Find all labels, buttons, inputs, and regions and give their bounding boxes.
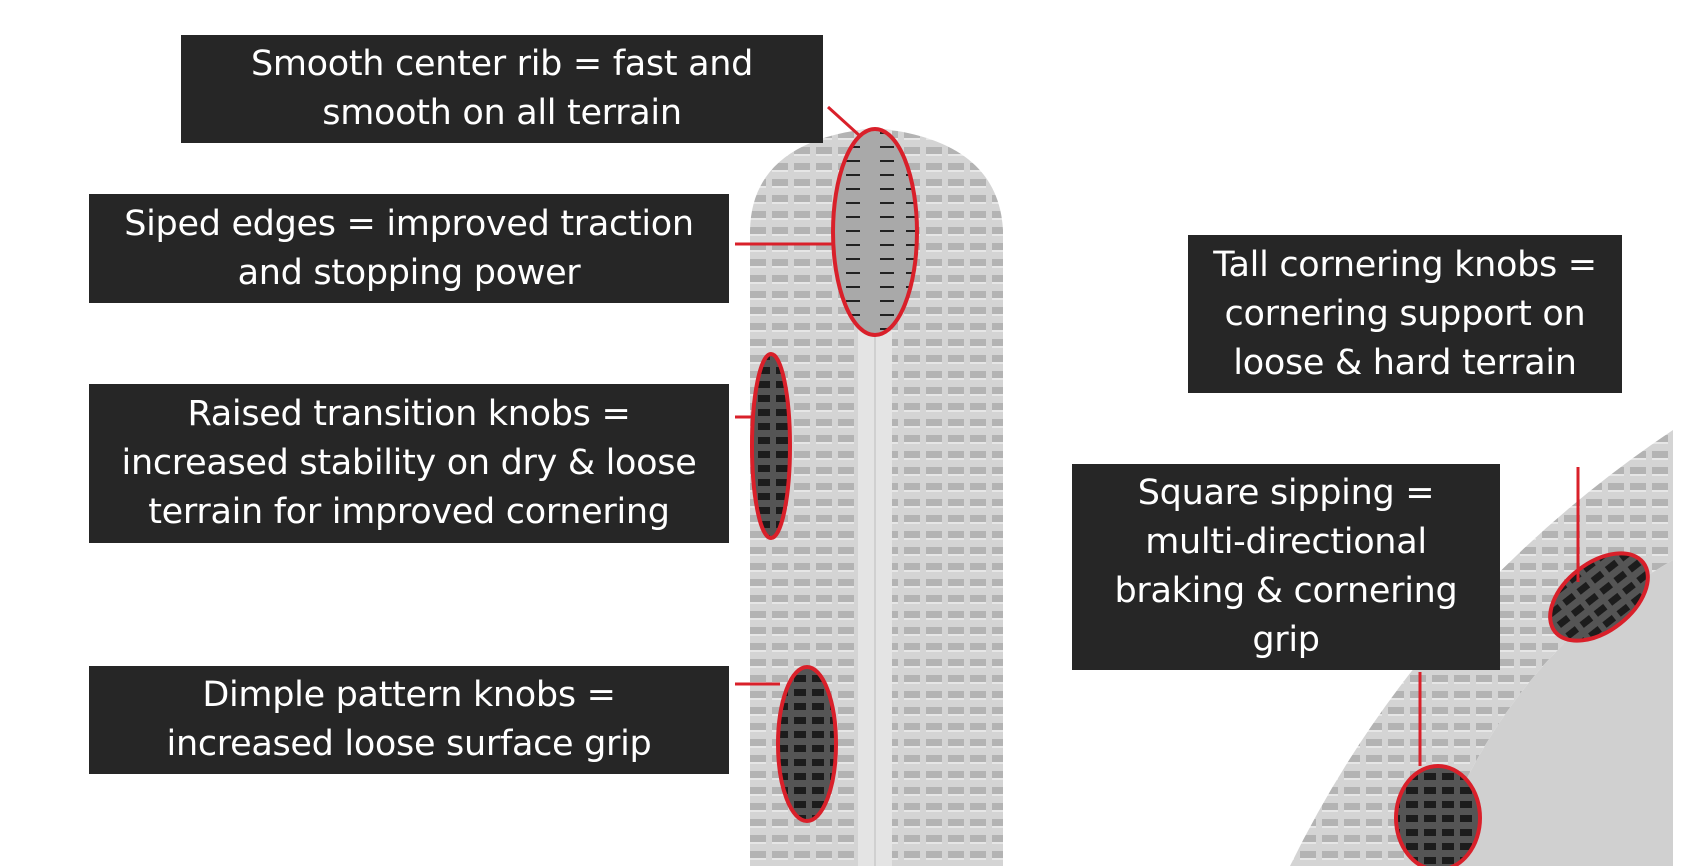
highlight-dimple-knobs [735,665,838,823]
callout-siped-edges: Siped edges = improved traction and stop… [89,194,729,303]
callout-center-rib: Smooth center rib = fast and smooth on a… [181,35,823,143]
callout-line: multi-directional [1145,522,1427,562]
callout-line: grip [1252,620,1320,660]
highlight-square-sipping [1394,672,1482,866]
callout-line: cornering support on [1224,293,1586,334]
callout-line: Tall cornering knobs = [1213,244,1597,285]
highlight-cornering-knobs [1548,467,1650,643]
callout-cornering-knobs: Tall cornering knobs = cornering support… [1188,235,1622,393]
callout-line: Raised transition knobs = [187,394,631,434]
callout-line: increased loose surface grip [166,724,652,764]
callout-line: Smooth center rib = fast and [250,44,754,84]
callout-line: Dimple pattern knobs = [202,675,616,715]
highlight-transition-knobs [735,352,792,540]
callout-line: and stopping power [237,252,581,293]
callout-line: Square sipping = [1137,473,1435,513]
callout-line: braking & cornering [1114,571,1458,611]
callout-line: smooth on all terrain [322,93,682,133]
callout-line: loose & hard terrain [1233,342,1577,383]
callout-line: terrain for improved cornering [148,492,670,532]
callout-square-sipping: Square sipping = multi-directional braki… [1072,464,1500,670]
callout-dimple-knobs: Dimple pattern knobs = increased loose s… [89,666,729,774]
callout-line: Siped edges = improved traction [124,203,694,244]
callout-transition-knobs: Raised transition knobs = increased stab… [89,384,729,543]
callout-line: increased stability on dry & loose [121,443,697,483]
highlight-center-rib [826,105,919,337]
